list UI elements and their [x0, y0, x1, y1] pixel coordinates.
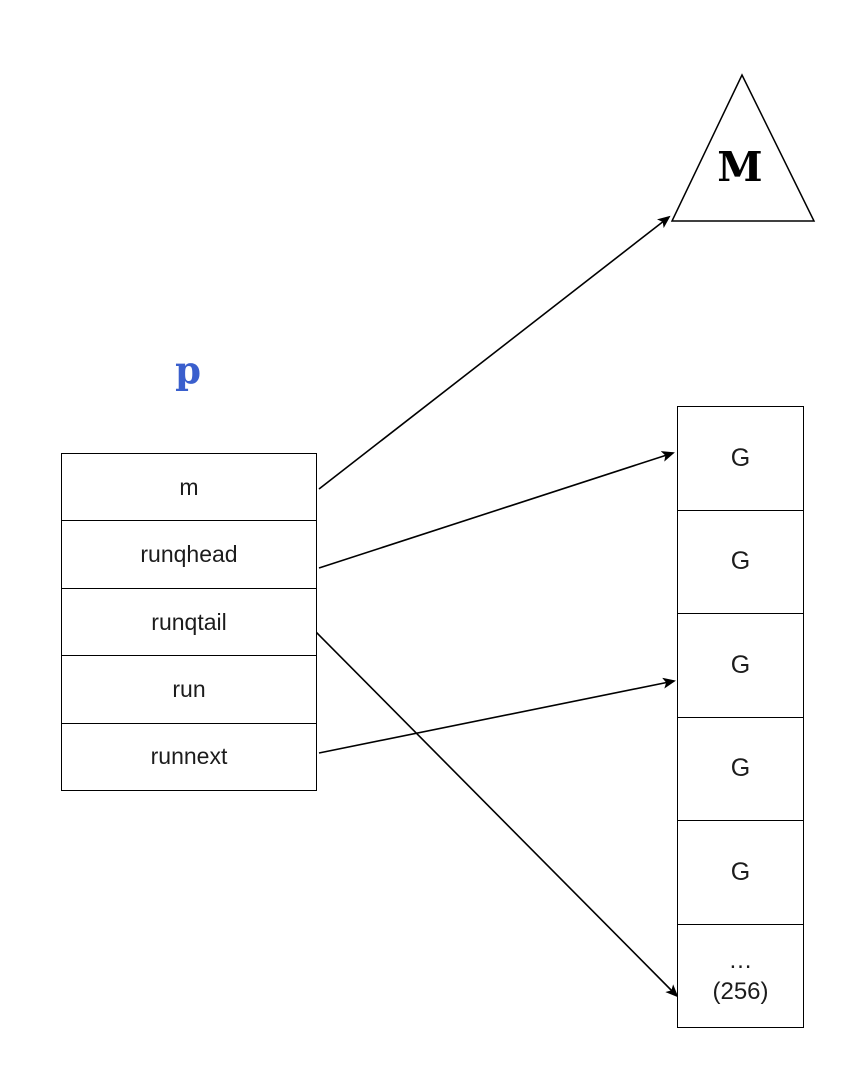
runqueue-cell-overflow: … (256) [678, 925, 803, 1028]
p-struct-label: p [175, 348, 201, 392]
runqueue-capacity: (256) [712, 977, 769, 1005]
p-struct-field-runnext: runnext [150, 743, 228, 770]
p-struct-field-runqtail: runqtail [62, 589, 316, 657]
runqueue-ellipsis: … [728, 946, 753, 974]
runqueue-cell-g1: G [678, 407, 803, 511]
arrow-runqtail-to-runqueue-tail [315, 631, 679, 998]
p-struct-field-runqhead: runqhead [62, 521, 316, 589]
p-struct-box: m runqhead runqtail run runnext [61, 453, 317, 791]
runqueue-cell-g5: G [678, 821, 803, 925]
runqueue-cell-g4: G [678, 718, 803, 821]
arrow-runnext-to-runqueue-cell [318, 677, 676, 754]
arrow-m-to-machine [318, 215, 671, 490]
machine-label: M [717, 143, 763, 191]
arrow-runqhead-to-runqueue-head [318, 451, 675, 569]
runqueue-cell-g2: G [678, 511, 803, 614]
p-struct-field-m: m [62, 454, 316, 522]
p-struct-field-run: run [62, 656, 316, 724]
runqueue-cell-g3: G [678, 614, 803, 718]
runqueue-box: G G G G G … (256) [677, 406, 804, 1028]
